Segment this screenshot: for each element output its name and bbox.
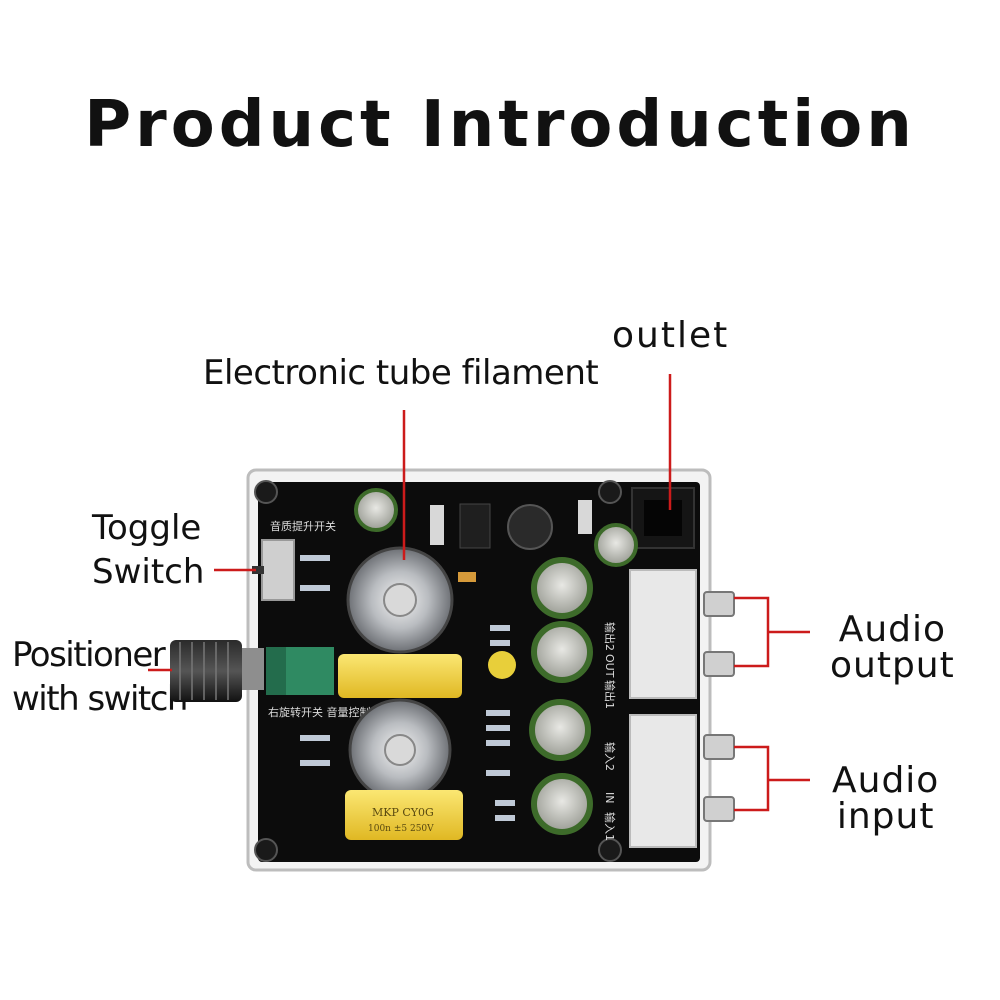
rca-jack-block — [629, 569, 697, 848]
audio-output-label: Audio output — [830, 612, 955, 684]
callout-lines — [148, 374, 810, 812]
toggle-switch-label-line2: Switch — [92, 552, 205, 592]
positioner-label-line2: with switch — [12, 679, 188, 719]
audio-input-label: Audio input — [832, 763, 939, 835]
board-print-knob: 右旋转开关 音量控制 — [268, 705, 371, 719]
rca-jack — [703, 591, 735, 822]
outlet-label: outlet — [612, 315, 730, 356]
film-capacitor-top — [338, 654, 462, 698]
electrolytic-capacitors — [529, 557, 593, 835]
toggle-switch-label: Toggle Switch — [92, 506, 204, 594]
screw-icon — [254, 480, 622, 862]
audio-input-label-line1: Audio — [832, 760, 940, 801]
audio-input-label-line2: input — [836, 796, 935, 837]
vacuum-tube-bottom — [348, 698, 452, 802]
board-print-out: OUT — [603, 654, 616, 678]
audio-output-label-line2: output — [830, 645, 955, 686]
board-print-out1: 输出1 — [603, 680, 617, 709]
vacuum-tube-top — [346, 546, 454, 654]
board-print-in2: 输入2 — [603, 742, 617, 771]
board-print-capacitor: MKP CY0G — [372, 806, 434, 819]
board-print-toggle: 音质提升开关 — [270, 519, 336, 533]
board-print-capacitor-rating: 100n ±5 250V — [368, 824, 434, 834]
rotary-knob — [170, 640, 242, 702]
toggle-switch — [261, 539, 295, 601]
positioner-label-line1: Positioner — [12, 635, 166, 675]
film-capacitor-bottom — [345, 790, 463, 840]
audio-output-label-line1: Audio — [838, 609, 947, 650]
board-print-in: IN — [603, 792, 616, 803]
toggle-switch-label-line1: Toggle — [92, 508, 202, 548]
board-print-out2: 输出2 — [603, 622, 617, 651]
board-print-in1: 输入1 — [603, 812, 617, 841]
tube-filament-label: Electronic tube filament — [203, 353, 599, 393]
positioner-label: Positioner with switch — [12, 633, 188, 721]
page-title: Product Introduction — [84, 88, 916, 162]
